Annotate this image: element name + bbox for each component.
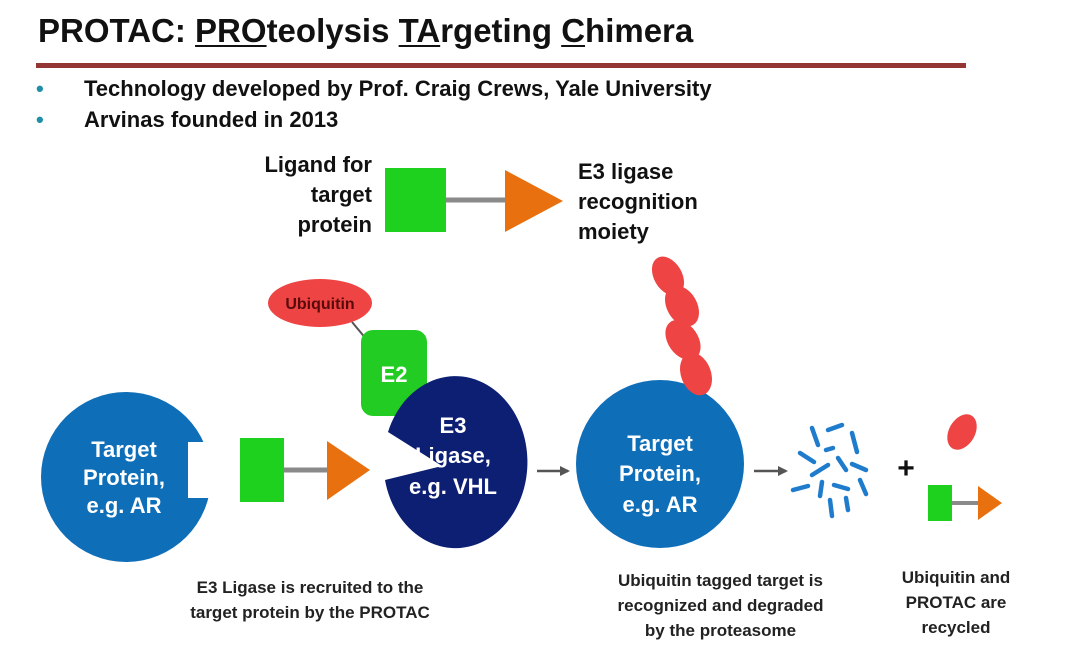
ligand-square [928,485,952,521]
target1-line: Protein, [83,465,165,490]
e3-moiety-label: E3 ligase recognition moiety [578,159,698,244]
target-protein-2: Target Protein, e.g. AR [576,380,744,548]
fragment [809,425,821,448]
ubiquitin-oval [947,414,977,450]
target-protein-circle [41,392,211,562]
bullet-item: •Arvinas founded in 2013 [36,104,712,135]
fragment [831,482,851,492]
e3-moiety-triangle [327,441,370,500]
caption-recycled: Ubiquitin and PROTAC are recycled [901,568,1011,637]
target1-line: e.g. AR [87,493,162,518]
ubiquitin-oval [664,285,700,327]
legend-protac [385,168,563,232]
e2-label: E2 [381,362,408,387]
ligand-square [385,168,446,232]
fragment [809,462,831,478]
binding-pocket [188,442,218,498]
ligand-label: Ligand for target protein [264,152,372,237]
fragment [857,477,869,497]
caption-degradation: Ubiquitin tagged target is recognized an… [617,571,824,640]
ubiquitin-label: Ubiquitin [285,296,354,313]
bullet-item: •Technology developed by Prof. Craig Cre… [36,73,712,104]
fragment [843,495,851,513]
page-title: PROTAC: PROteolysis TArgeting Chimera [38,12,694,49]
target2-line: Protein, [619,461,701,486]
title-divider [36,63,966,68]
target1-line: Target [91,437,157,462]
e3-line: E3 [440,413,467,438]
fragment [790,483,811,493]
ubiquitin-oval [680,352,712,396]
fragment [849,461,869,473]
fragment [849,430,860,455]
ubiquitin-oval [665,320,701,360]
ubiquitin-e2-group: E2 Ubiquitin [268,279,427,416]
e3-line: Ligase, [415,443,491,468]
fragment [823,445,836,453]
bullet-dot: • [36,107,44,132]
ligand-square [240,438,284,502]
plus-sign: + [897,452,915,485]
e2-enzyme [361,330,427,416]
ubiquitin-oval [268,279,372,327]
bullet-list: •Technology developed by Prof. Craig Cre… [36,73,712,135]
e3-moiety-triangle [978,486,1002,520]
target-protein-circle [576,380,744,548]
target2-line: e.g. AR [623,492,698,517]
fragment [827,497,835,519]
e3-line: e.g. VHL [409,474,497,499]
protac-molecule [240,438,370,502]
e3-ligase-body [385,376,528,549]
bullet-dot: • [36,76,44,101]
degraded-fragments [790,422,869,519]
fragment [835,455,849,473]
fragment [797,450,817,465]
recycled-items [928,414,1002,521]
ubiquitin-chain [651,256,712,396]
fragment [817,479,825,499]
e3-moiety-triangle [505,170,563,232]
ubiquitin-oval [651,256,685,296]
target2-line: Target [627,431,693,456]
e3-ligase: E3 Ligase, e.g. VHL [385,376,528,549]
caption-recruitment: E3 Ligase is recruited to the target pro… [190,578,430,622]
target-protein-1: Target Protein, e.g. AR [41,392,218,562]
fragment [825,422,845,433]
